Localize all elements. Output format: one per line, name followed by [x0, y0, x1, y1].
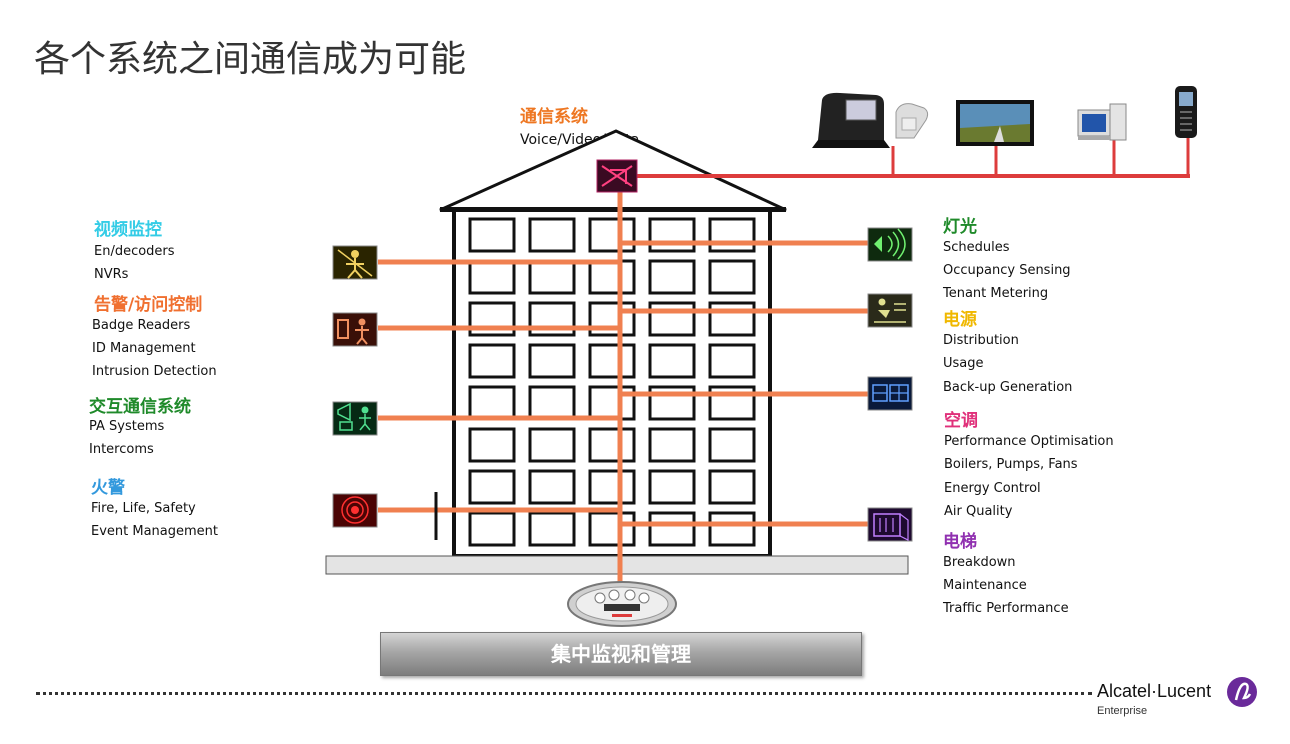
fire-alarm-icon [332, 493, 378, 528]
building-window [588, 427, 636, 463]
building-window [588, 217, 636, 253]
item-boilers-pumps-fans: Boilers, Pumps, Fans [944, 457, 1078, 472]
building-window [708, 301, 756, 337]
building-window [468, 427, 516, 463]
heading-communication-system: 通信系统 [520, 107, 588, 127]
heading-elevator: 电梯 [943, 532, 977, 552]
building-window [468, 469, 516, 505]
item-performance-optimisation: Performance Optimisation [944, 434, 1114, 449]
building-window [468, 511, 516, 547]
item-distribution: Distribution [943, 333, 1019, 348]
control-meter-icon [567, 581, 677, 627]
item-fire-life-safety: Fire, Life, Safety [91, 501, 196, 516]
network-bus [632, 138, 1190, 178]
brand-subtitle: Enterprise [1097, 705, 1148, 717]
lighting-icon [867, 227, 913, 262]
building-window [708, 427, 756, 463]
building-window [528, 259, 576, 295]
building-window [468, 343, 516, 379]
hvac-icon [867, 376, 913, 411]
building-window [528, 427, 576, 463]
item-occupancy-sensing: Occupancy Sensing [943, 263, 1071, 278]
building-window [528, 385, 576, 421]
building-window [588, 511, 636, 547]
desk-phone-icon [812, 92, 929, 148]
building-window [708, 469, 756, 505]
building-window [528, 469, 576, 505]
intercom-icon [332, 401, 378, 436]
item-schedules: Schedules [943, 240, 1010, 255]
brand-name: Alcatel·Lucent [1097, 681, 1212, 701]
video-surveillance-icon [332, 245, 378, 280]
item-nvrs: NVRs [94, 267, 129, 282]
building-window [708, 259, 756, 295]
item-breakdown: Breakdown [943, 555, 1016, 570]
elevator-icon [867, 507, 913, 542]
footer-divider [36, 692, 1092, 695]
heading-alarm-access: 告警/访问控制 [94, 295, 203, 315]
item-backup-generation: Back-up Generation [943, 380, 1073, 395]
item-intercoms: Intercoms [89, 442, 154, 457]
item-usage: Usage [943, 356, 984, 371]
building-window [648, 427, 696, 463]
heading-intercom-systems: 交互通信系统 [89, 397, 191, 417]
heading-fire-alarm: 火警 [91, 478, 125, 498]
item-intrusion-detection: Intrusion Detection [92, 364, 217, 379]
building-window [648, 259, 696, 295]
item-badge-readers: Badge Readers [92, 318, 191, 333]
heading-lighting: 灯光 [943, 217, 977, 237]
building-windows [468, 217, 756, 547]
mobile-phone-icon [1175, 86, 1197, 138]
building-window [528, 217, 576, 253]
heading-power: 电源 [943, 310, 977, 330]
heading-hvac: 空调 [944, 411, 978, 431]
item-air-quality: Air Quality [944, 504, 1013, 519]
video-display-icon [956, 100, 1034, 146]
building-window [468, 259, 516, 295]
building-window [588, 343, 636, 379]
desktop-computer-icon [1077, 103, 1127, 141]
heading-video-surveillance: 视频监控 [94, 220, 162, 240]
central-monitoring-button: 集中监视和管理 [380, 632, 862, 676]
slide-title: 各个系统之间通信成为可能 [34, 39, 467, 80]
building-window [648, 301, 696, 337]
item-event-management: Event Management [91, 524, 219, 539]
item-maintenance: Maintenance [943, 578, 1027, 593]
building-window [468, 217, 516, 253]
item-pa-systems: PA Systems [89, 419, 165, 434]
power-icon [867, 293, 913, 328]
communication-system-icon [596, 159, 638, 193]
building-window [528, 511, 576, 547]
building-window [708, 511, 756, 547]
brand-logo-icon [1227, 677, 1257, 707]
building-window [708, 217, 756, 253]
building-window [468, 385, 516, 421]
item-energy-control: Energy Control [944, 481, 1041, 496]
building-window [648, 217, 696, 253]
building-window [708, 343, 756, 379]
connector-lines [378, 186, 868, 588]
building-window [648, 343, 696, 379]
building-base [325, 555, 909, 575]
access-control-icon [332, 312, 378, 347]
item-en-decoders: En/decoders [94, 244, 175, 259]
building-window [648, 511, 696, 547]
building-window [648, 469, 696, 505]
building-window [588, 259, 636, 295]
item-traffic-performance: Traffic Performance [943, 601, 1069, 616]
building-window [588, 469, 636, 505]
building-window [528, 343, 576, 379]
item-tenant-metering: Tenant Metering [943, 286, 1049, 301]
item-id-management: ID Management [92, 341, 196, 356]
